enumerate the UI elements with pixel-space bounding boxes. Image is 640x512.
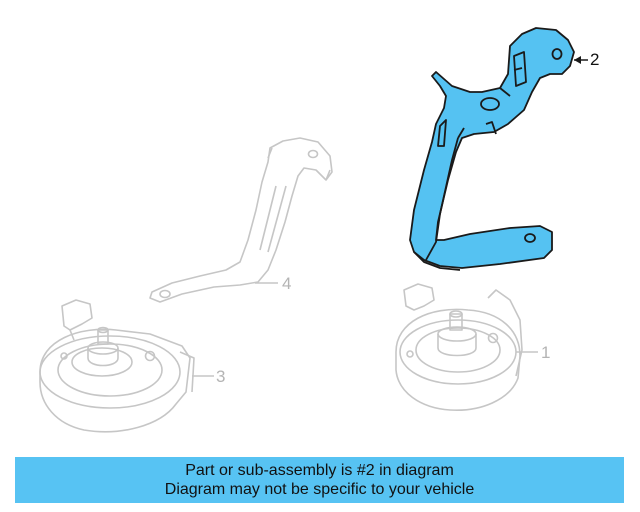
- callout-1-label: 1: [541, 343, 551, 362]
- part-2-bracket[interactable]: [409, 27, 575, 271]
- parts-diagram: [39, 27, 588, 433]
- part-3-horn[interactable]: [39, 299, 195, 433]
- callout-4-label: 4: [282, 274, 292, 293]
- banner-line-2: Diagram may not be specific to your vehi…: [164, 481, 475, 498]
- part-4-bracket[interactable]: [149, 137, 333, 303]
- banner-line-1: Part or sub-assembly is #2 in diagram: [185, 462, 454, 479]
- info-banner: Part or sub-assembly is #2 in diagram Di…: [15, 457, 624, 503]
- callout-2-label: 2: [590, 50, 600, 69]
- part-1-horn[interactable]: [395, 283, 523, 411]
- leader-arrow-2: [574, 56, 581, 64]
- callout-3-label: 3: [216, 367, 226, 386]
